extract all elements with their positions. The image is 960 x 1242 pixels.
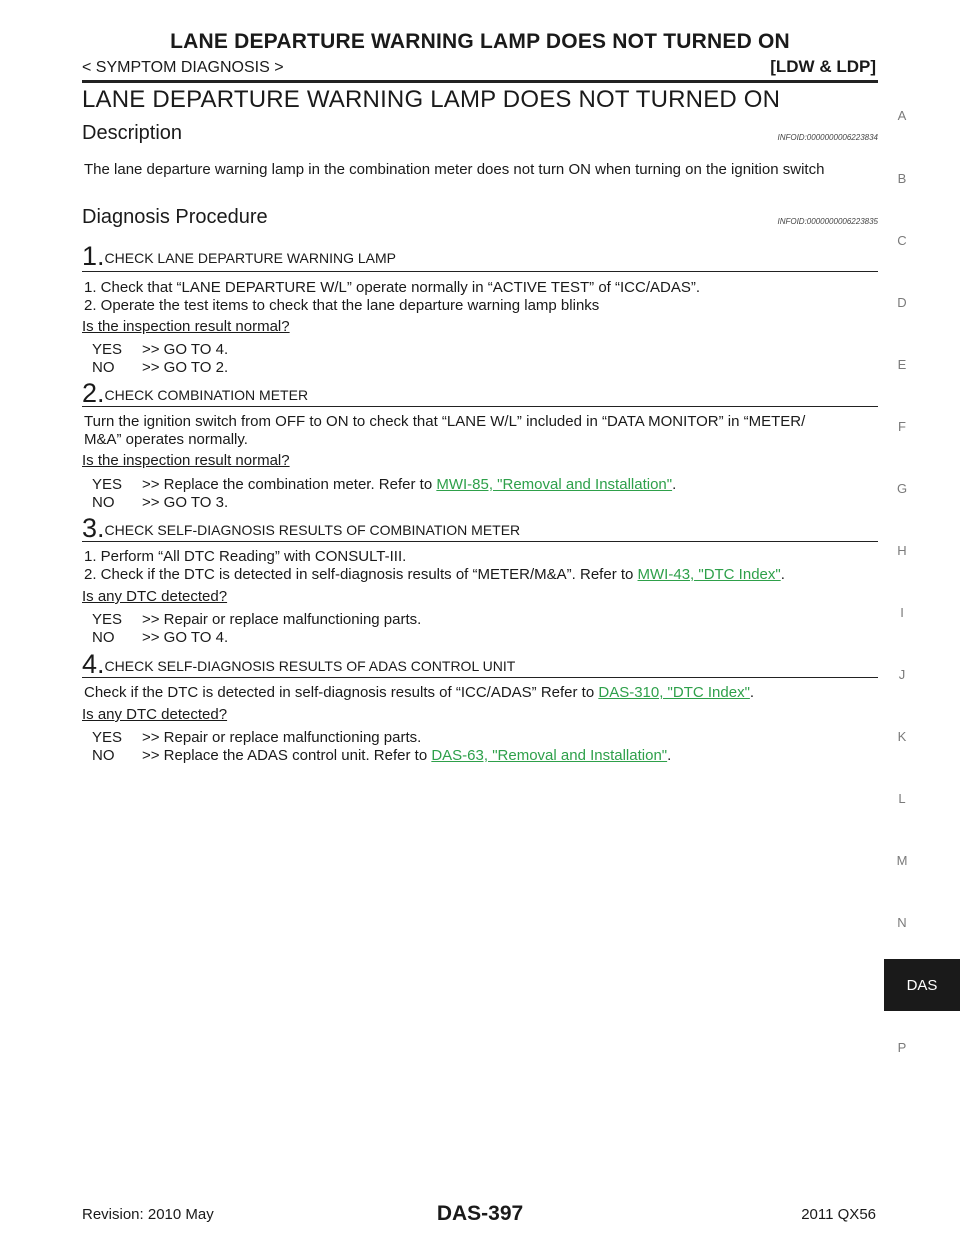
step-1-line-1: 1. Check that “LANE DEPARTURE W/L” opera… (84, 279, 701, 296)
step-2-divider (82, 406, 878, 407)
side-index-c[interactable]: C (897, 233, 907, 248)
step-1-question: Is the inspection result normal? (82, 318, 290, 335)
step-3-line-1: 1. Perform “All DTC Reading” with CONSUL… (84, 548, 407, 565)
step-2-question: Is the inspection result normal? (82, 452, 290, 469)
step-4-no: NO>> Replace the ADAS control unit. Refe… (92, 747, 672, 764)
side-index-j[interactable]: J (898, 667, 906, 682)
step-1-number: 1. (82, 241, 105, 271)
no-label: NO (92, 359, 115, 376)
step-2-line-2: M&A” operates normally. (84, 431, 248, 448)
step-3-question: Is any DTC detected? (82, 588, 228, 605)
page-number: DAS-397 (436, 1202, 524, 1225)
footer-model: 2011 QX56 (801, 1206, 876, 1223)
step-4-answers: YES>> Repair or replace malfunctioning p… (92, 729, 671, 765)
step-2-title-text: CHECK COMBINATION METER (104, 387, 309, 403)
link-das-310-dtc-index[interactable]: DAS-310, "DTC Index" (598, 684, 750, 701)
side-index-f[interactable]: F (898, 419, 906, 434)
side-index-h[interactable]: H (897, 543, 907, 558)
step-3-instructions: 1. Perform “All DTC Reading” with CONSUL… (84, 548, 878, 584)
diagnosis-infoid: INFOID:0000000006223835 (777, 217, 878, 226)
description-text: The lane departure warning lamp in the c… (84, 161, 825, 178)
step-1-title-text: CHECK LANE DEPARTURE WARNING LAMP (104, 250, 396, 266)
diagnosis-heading: Diagnosis Procedure (82, 206, 268, 228)
step-2-number: 2. (82, 378, 105, 408)
step-2-no: NO>> GO TO 3. (92, 494, 229, 511)
side-index-i[interactable]: I (900, 605, 904, 620)
step-1-instructions: 1. Check that “LANE DEPARTURE W/L” opera… (84, 279, 878, 315)
step-1-title: 1.CHECK LANE DEPARTURE WARNING LAMP (82, 243, 396, 270)
step-3-line-2: 2. Check if the DTC is detected in self-… (84, 566, 785, 583)
side-index-d[interactable]: D (897, 295, 907, 310)
side-index-k[interactable]: K (897, 729, 907, 744)
step-1-yes: YES>> GO TO 4. (92, 341, 229, 358)
step-3-answers: YES>> Repair or replace malfunctioning p… (92, 611, 421, 647)
side-index-e[interactable]: E (897, 357, 907, 372)
side-index-n[interactable]: N (897, 915, 907, 930)
step-4-yes: YES>> Repair or replace malfunctioning p… (92, 729, 422, 746)
step-2-line-1: Turn the ignition switch from OFF to ON … (84, 413, 806, 430)
description-heading: Description (82, 122, 183, 144)
step-4-question: Is any DTC detected? (82, 706, 228, 723)
step-3-no: NO>> GO TO 4. (92, 629, 229, 646)
side-tab-das[interactable]: DAS (884, 959, 960, 1011)
step-1-answers: YES>> GO TO 4. NO>> GO TO 2. (92, 341, 228, 377)
system-tag: [LDW & LDP] (770, 57, 876, 76)
description-infoid: INFOID:0000000006223834 (777, 133, 878, 142)
yes-label: YES (92, 341, 123, 358)
step-4-divider (82, 677, 878, 678)
link-das-63-removal-installation[interactable]: DAS-63, "Removal and Installation" (431, 747, 668, 764)
side-index-m[interactable]: M (896, 853, 908, 868)
step-4-instructions: Check if the DTC is detected in self-dia… (84, 684, 878, 702)
footer-revision: Revision: 2010 May (82, 1206, 214, 1223)
step-4-title-text: CHECK SELF-DIAGNOSIS RESULTS OF ADAS CON… (104, 658, 516, 674)
running-header-title: LANE DEPARTURE WARNING LAMP DOES NOT TUR… (170, 30, 790, 53)
step-4-number: 4. (82, 649, 105, 679)
step-3-divider (82, 541, 878, 542)
step-2-instructions: Turn the ignition switch from OFF to ON … (84, 413, 878, 449)
step-2-title: 2.CHECK COMBINATION METER (82, 380, 308, 407)
breadcrumb-symptom-diagnosis: < SYMPTOM DIAGNOSIS > (82, 59, 284, 76)
page-title: LANE DEPARTURE WARNING LAMP DOES NOT TUR… (82, 86, 781, 113)
step-3-title-text: CHECK SELF-DIAGNOSIS RESULTS OF COMBINAT… (104, 522, 521, 538)
step-1-divider (82, 271, 878, 272)
header-divider (82, 80, 878, 83)
step-1-no: NO>> GO TO 2. (92, 359, 229, 376)
side-index-a[interactable]: A (897, 108, 907, 123)
side-index-g[interactable]: G (896, 481, 908, 496)
step-3-yes: YES>> Repair or replace malfunctioning p… (92, 611, 422, 628)
step-4-title: 4.CHECK SELF-DIAGNOSIS RESULTS OF ADAS C… (82, 651, 515, 678)
step-4-line-1: Check if the DTC is detected in self-dia… (84, 684, 755, 701)
link-mwi-43-dtc-index[interactable]: MWI-43, "DTC Index" (637, 566, 781, 583)
step-3-title: 3.CHECK SELF-DIAGNOSIS RESULTS OF COMBIN… (82, 515, 520, 542)
link-mwi-85-removal-installation[interactable]: MWI-85, "Removal and Installation" (436, 476, 673, 493)
step-2-yes: YES>> Replace the combination meter. Ref… (92, 476, 677, 493)
step-2-answers: YES>> Replace the combination meter. Ref… (92, 476, 676, 512)
step-1-line-2: 2. Operate the test items to check that … (84, 297, 600, 314)
side-index-l[interactable]: L (898, 791, 906, 806)
side-index-p[interactable]: P (897, 1040, 907, 1055)
side-index-b[interactable]: B (897, 171, 907, 186)
step-3-number: 3. (82, 513, 105, 543)
